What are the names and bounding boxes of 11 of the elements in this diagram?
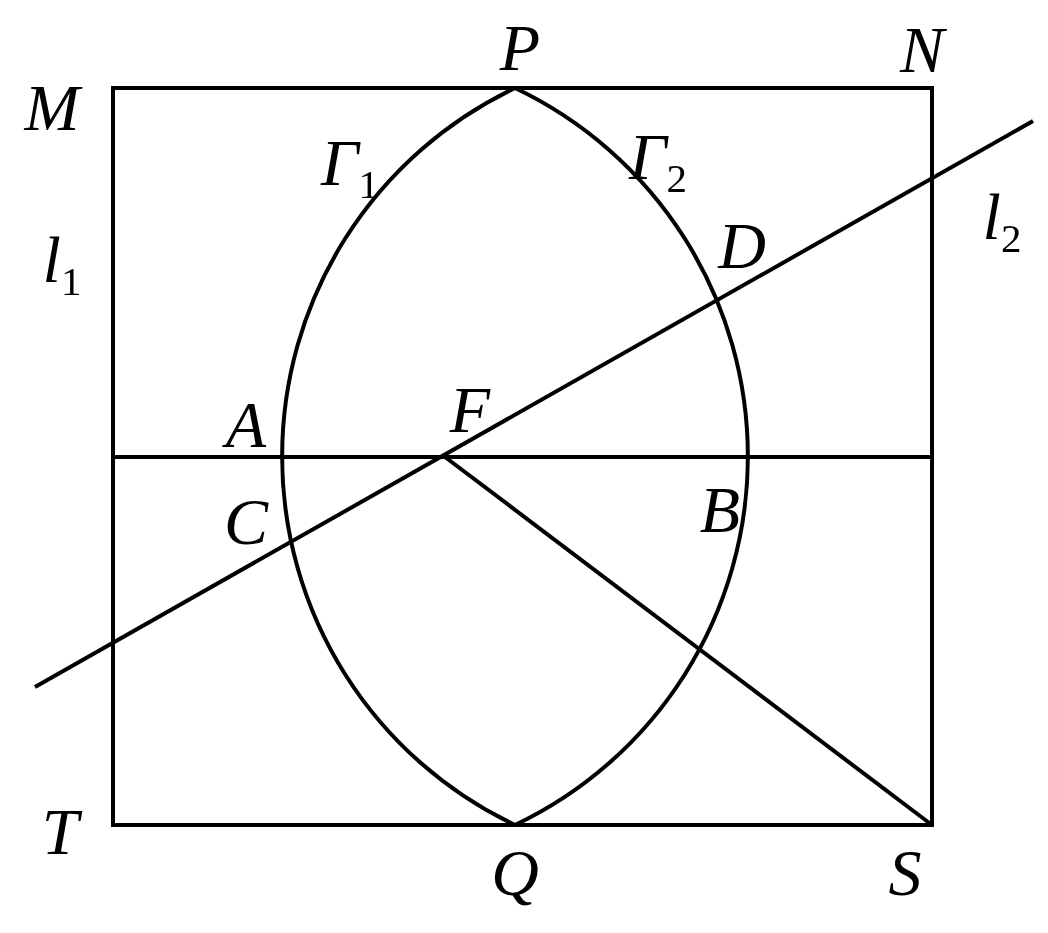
point-label: Q xyxy=(491,840,539,906)
point-label: Γ$_{2}$ xyxy=(629,124,687,200)
point-label: Γ$_{1}$ xyxy=(321,130,379,206)
point-label: l$_{2}$ xyxy=(982,184,1022,260)
point-label: D xyxy=(718,213,766,279)
point-label: S xyxy=(888,840,922,906)
point-label: F xyxy=(449,377,491,443)
point-label: B xyxy=(699,477,741,543)
point-label: l$_{1}$ xyxy=(42,227,82,303)
point-label: C xyxy=(224,489,268,555)
point-label: P xyxy=(499,15,541,81)
